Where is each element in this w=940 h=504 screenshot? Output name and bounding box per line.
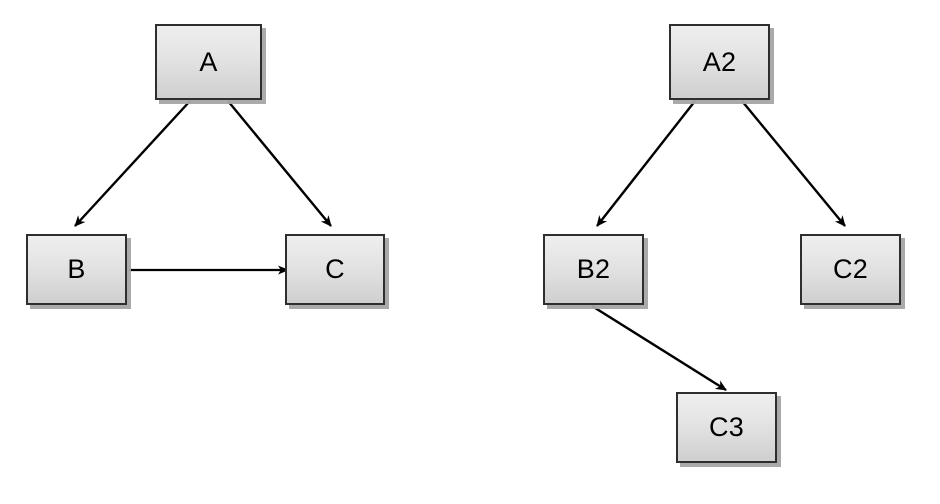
edge-A-B <box>74 100 191 227</box>
node-label-B2: B2 <box>576 254 611 284</box>
edge-A2-C2 <box>741 100 846 227</box>
edge-A2-B2 <box>596 100 696 227</box>
node-A2[interactable]: A2 <box>669 24 770 100</box>
node-label-C: C <box>325 254 345 284</box>
node-label-A2: A2 <box>702 46 737 77</box>
node-B[interactable]: B <box>26 234 127 305</box>
edge-B2-C3 <box>591 304 727 392</box>
node-label-C2: C2 <box>832 254 869 284</box>
node-C[interactable]: C <box>285 234 385 305</box>
node-label-A: A <box>199 46 218 77</box>
node-A[interactable]: A <box>155 24 262 100</box>
node-C3[interactable]: C3 <box>676 392 777 463</box>
node-C2[interactable]: C2 <box>800 234 901 305</box>
node-label-B: B <box>67 254 86 284</box>
edge-A-C <box>227 100 332 227</box>
node-label-C3: C3 <box>708 412 745 442</box>
node-B2[interactable]: B2 <box>543 234 644 305</box>
